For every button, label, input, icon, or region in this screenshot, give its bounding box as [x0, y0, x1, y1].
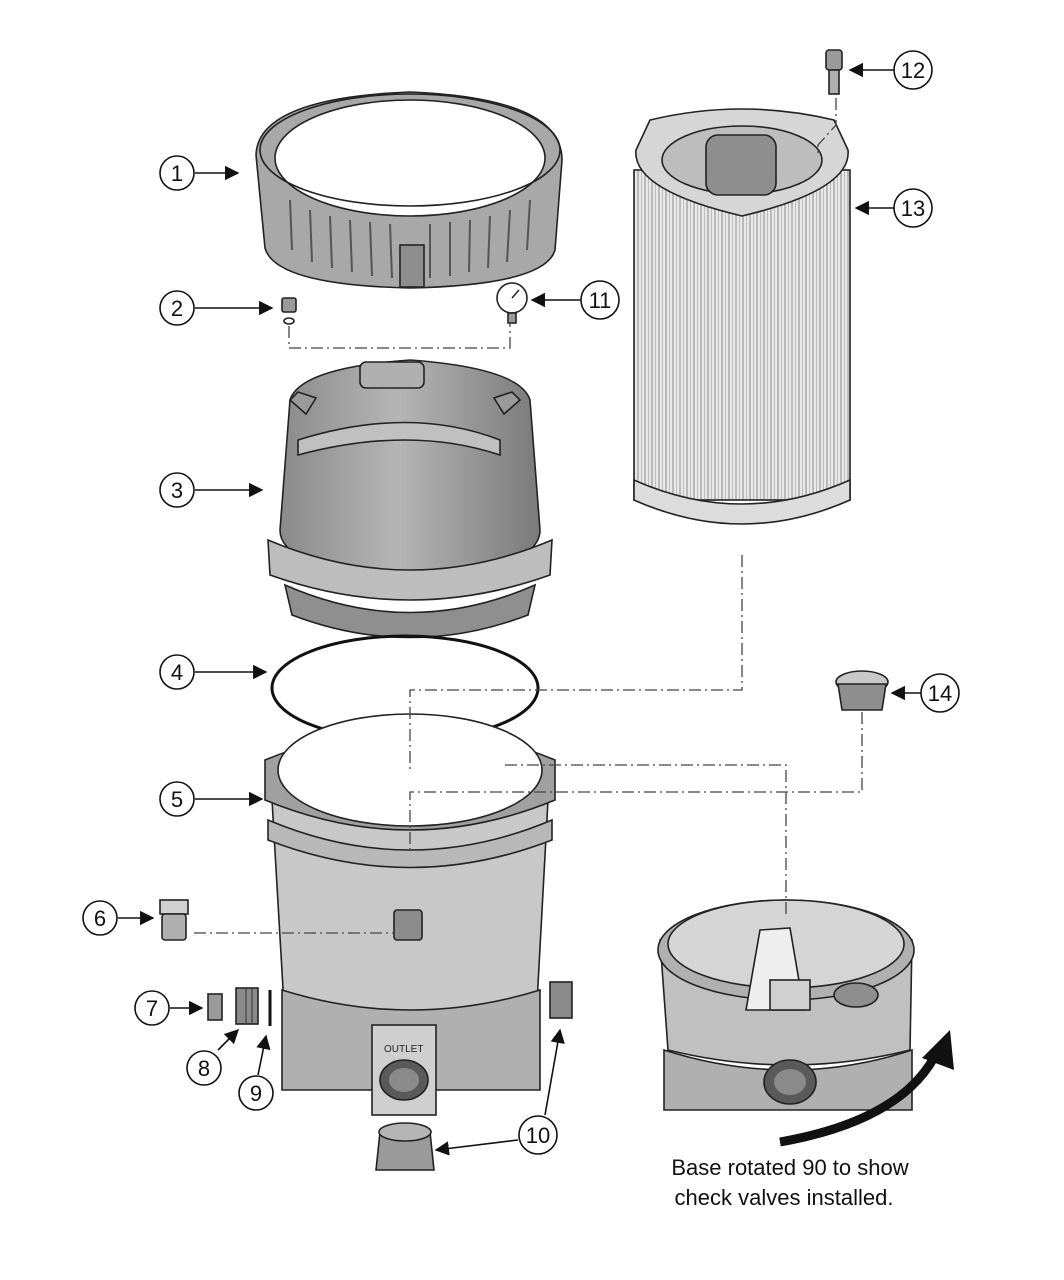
svg-text:3: 3: [171, 478, 183, 503]
callout-9: 9: [238, 1075, 274, 1111]
callout-5: 5: [159, 781, 195, 817]
caption-line-2: check valves installed.: [675, 1185, 894, 1210]
svg-text:2: 2: [171, 296, 183, 321]
locking-ring-part: [255, 91, 563, 289]
union-fitting-side-part: [549, 981, 573, 1019]
callout-8: 8: [186, 1050, 222, 1086]
pressure-gauge-part: [496, 282, 528, 324]
outlet-label: OUTLET: [384, 1044, 423, 1055]
svg-text:1: 1: [171, 161, 183, 186]
svg-text:6: 6: [94, 906, 106, 931]
check-valve-part: [835, 670, 889, 711]
callout-12: 12: [893, 50, 933, 90]
filter-cartridge-part: [633, 108, 851, 525]
callout-1: 1: [159, 155, 195, 191]
svg-text:8: 8: [198, 1056, 210, 1081]
callout-13: 13: [893, 188, 933, 228]
port-adapter-part: [235, 987, 259, 1025]
assembly-guide-lines: [194, 98, 863, 934]
svg-text:9: 9: [250, 1081, 262, 1106]
tank-body-part: OUTLET: [264, 713, 556, 1116]
rotated-base-part: [657, 899, 915, 1111]
rotation-arrow-head: [922, 1030, 954, 1070]
union-fitting-bottom-part: [375, 1122, 435, 1171]
callout-7: 7: [134, 990, 170, 1026]
callout-6: 6: [82, 900, 118, 936]
svg-text:14: 14: [928, 681, 952, 706]
svg-text:7: 7: [146, 996, 158, 1021]
callout-3: 3: [159, 472, 195, 508]
clip-part: [159, 899, 189, 941]
callout-2: 2: [159, 290, 195, 326]
port-plug-part: [207, 993, 223, 1021]
callout-10: 10: [518, 1115, 558, 1155]
svg-text:4: 4: [171, 660, 183, 685]
callout-11: 11: [580, 280, 620, 320]
svg-text:12: 12: [901, 58, 925, 83]
callout-14: 14: [920, 673, 960, 713]
rotation-arrow: [779, 1048, 943, 1147]
svg-text:5: 5: [171, 787, 183, 812]
svg-text:13: 13: [901, 196, 925, 221]
callout-4: 4: [159, 654, 195, 690]
tank-lid-part: [267, 359, 553, 639]
callout-leaders: [118, 62, 922, 1156]
air-relief-valve-part: [281, 297, 297, 325]
filter-pin-part: [825, 49, 843, 95]
caption-line-1: Base rotated 90 to show: [671, 1155, 908, 1180]
svg-text:10: 10: [526, 1123, 550, 1148]
svg-text:11: 11: [589, 288, 612, 313]
